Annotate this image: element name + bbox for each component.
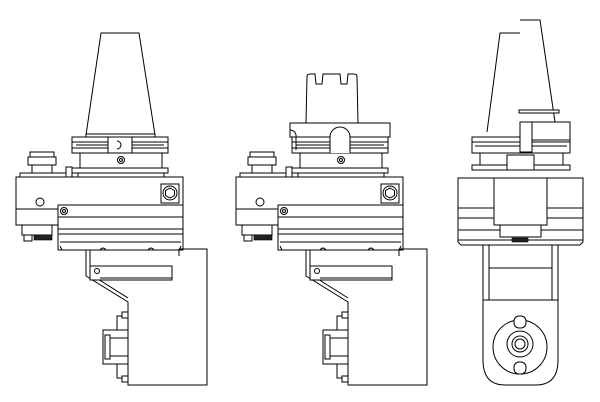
body-and-bracket — [15, 151, 208, 386]
steep-taper-cone — [85, 32, 156, 136]
steep-taper-cone — [486, 19, 556, 133]
front-view-sk-taper — [15, 32, 208, 386]
side-view-sk-taper — [457, 19, 584, 386]
body-and-bracket — [235, 151, 428, 386]
angle-head-arm — [482, 244, 559, 386]
front-view-hsk — [235, 73, 428, 386]
hsk-shank — [305, 73, 359, 124]
